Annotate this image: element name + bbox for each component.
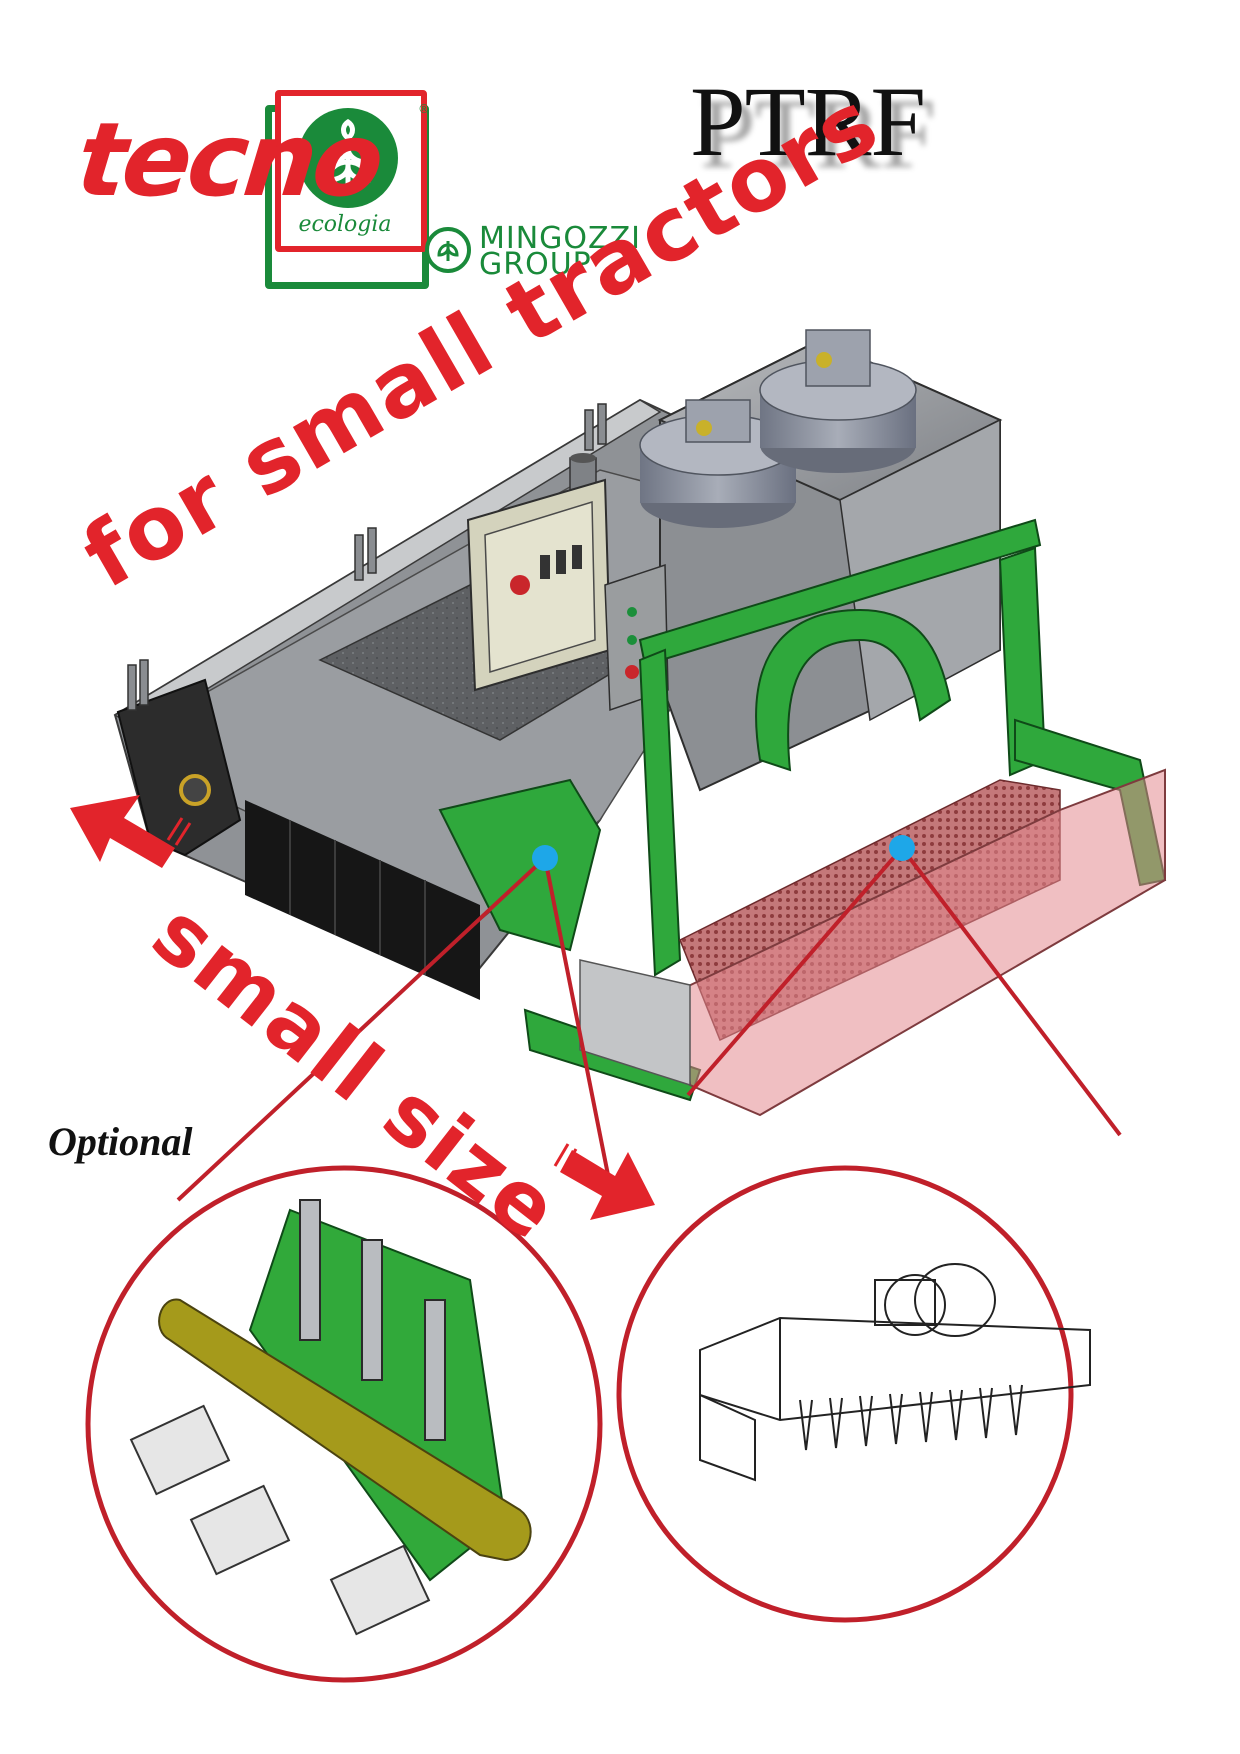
- group-name-line1: MINGOZZI: [479, 221, 641, 256]
- gas-tank-icon: [759, 329, 917, 473]
- size-arrow: [70, 795, 655, 1220]
- mingozzi-seal-icon: [425, 227, 471, 273]
- model-title: PTRF: [690, 66, 926, 177]
- callout-dot-left: [532, 845, 558, 871]
- three-point-hitch: [438, 518, 1167, 1102]
- optional-label: Optional: [48, 1119, 193, 1164]
- wheat-emblem-icon: [298, 108, 398, 208]
- mingozzi-group-logo: MINGOZZI GROUP: [425, 222, 715, 282]
- detail-circle-nozzles: [85, 1165, 603, 1683]
- callout-connectors: [176, 846, 1122, 1202]
- registered-mark: ®: [418, 102, 430, 116]
- group-name-line2: GROUP: [479, 247, 592, 282]
- callout-dot-right: [889, 835, 915, 861]
- logo-subtitle: ecologia: [298, 212, 392, 237]
- control-panel-box: [466, 478, 669, 712]
- burner-mesh: [579, 768, 1166, 1117]
- detail-circle-rotor: [616, 1165, 1091, 1623]
- tecno-ecologia-logo: tecno ecologia ®: [70, 80, 430, 289]
